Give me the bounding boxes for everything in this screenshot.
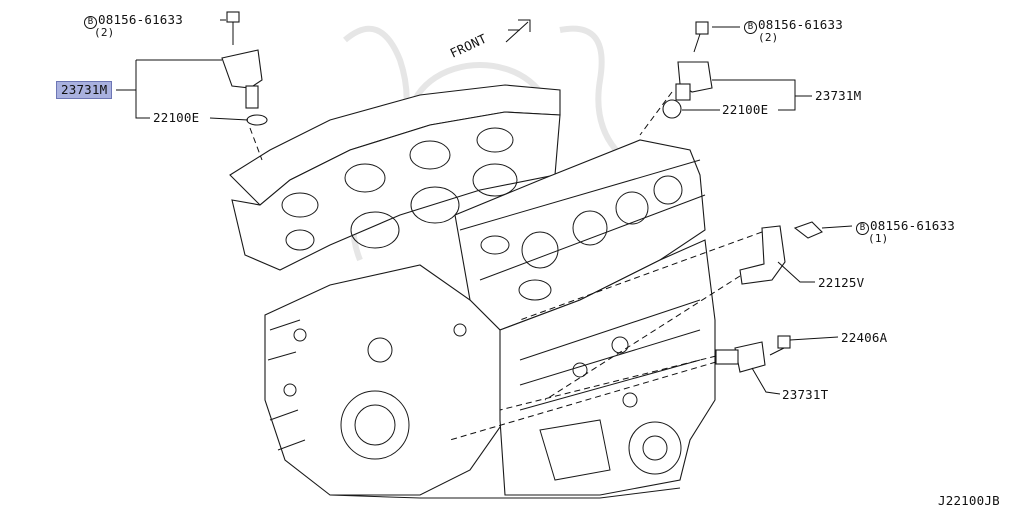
label-oring-right[interactable]: 22100E xyxy=(722,102,769,117)
label-sensor-left-highlighted[interactable]: 23731M xyxy=(56,81,113,99)
sensor-left-part xyxy=(221,11,268,126)
bracket-dash xyxy=(519,231,763,321)
figure-code: J22100JB xyxy=(938,493,1000,508)
bracket-part xyxy=(739,221,823,285)
leader-right-dash xyxy=(639,91,673,136)
lower-sensor-dash xyxy=(499,355,717,411)
bolt-symbol-icon: B xyxy=(744,21,757,34)
sensor-lower-part xyxy=(715,335,791,373)
engine-block xyxy=(229,84,716,499)
label-sensor-right[interactable]: 23731M xyxy=(815,88,862,103)
label-bracket[interactable]: 22125V xyxy=(818,275,865,290)
label-bolt-mid-right-qty: (1) xyxy=(868,232,889,245)
leader-left-dash xyxy=(249,127,263,161)
label-oring-left[interactable]: 22100E xyxy=(153,110,200,125)
label-bolt-top-right-qty: (2) xyxy=(758,31,779,44)
bolt-symbol-icon: B xyxy=(84,16,97,29)
leader-lines xyxy=(116,59,853,395)
lower-sensor-dash-2 xyxy=(449,361,717,441)
bolt-symbol-icon: B xyxy=(856,222,869,235)
label-sensor-lower[interactable]: 23731T xyxy=(782,387,829,402)
front-arrow-icon xyxy=(505,19,531,43)
bracket-dash-2 xyxy=(544,275,741,401)
label-bolt-lower-right[interactable]: 22406A xyxy=(841,330,888,345)
label-bolt-top-left-qty: (2) xyxy=(94,26,115,39)
sensor-right-part xyxy=(662,21,713,119)
